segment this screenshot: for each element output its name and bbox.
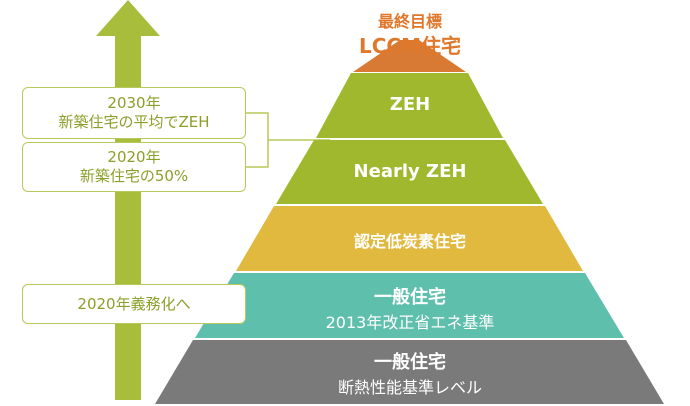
note-gimu: 2020年義務化へ [22,284,246,324]
tier-zeh-label: ZEH [389,94,431,115]
tier-ippan-sublabel: 断熱性能基準レベル [337,378,482,397]
goal-label-1: 最終目標 [377,12,442,31]
tier-nearly-zeh [276,140,543,204]
tier-ippan-label: 一般住宅 [374,352,446,373]
note-2020: 2020年 新築住宅の50% [22,142,246,192]
note-2030-line1: 2030年 [107,94,161,112]
note-2030-line2: 新築住宅の平均でZEH [58,113,210,131]
note-2020-line2: 新築住宅の50% [79,167,189,185]
tier-ippan [155,340,664,404]
note-gimu-line1: 2020年義務化へ [77,295,191,313]
goal-label-2: LCCM住宅 [358,34,461,58]
tier-top [353,40,466,72]
tier-ippan-2013-sublabel: 2013年改正省エネ基準 [325,313,495,332]
note-2030: 2030年 新築住宅の平均でZEH [22,87,246,139]
progress-arrow [96,0,160,400]
tier-nearly-zeh-label: Nearly ZEH [353,161,467,182]
tier-nintei [236,206,583,271]
tier-zeh [316,73,503,138]
tier-nintei-label: 認定低炭素住宅 [353,232,466,251]
note-2020-line1: 2020年 [107,148,161,166]
tier-ippan-2013 [195,273,624,338]
tier-ippan-2013-label: 一般住宅 [374,287,446,308]
